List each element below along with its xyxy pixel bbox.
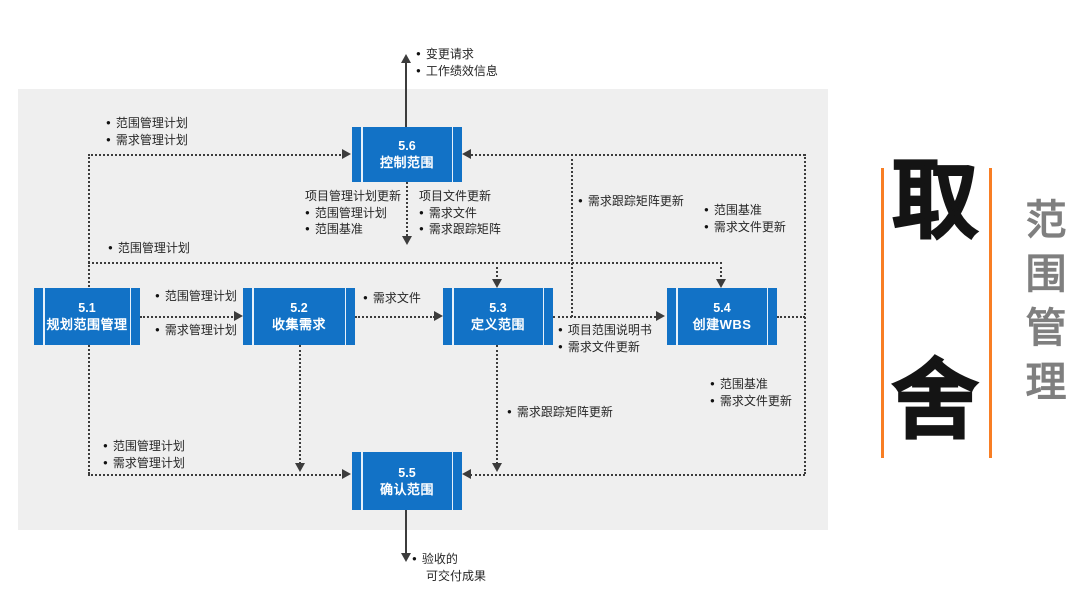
process-id: 5.6 xyxy=(398,139,416,153)
connector-right-to-validate xyxy=(470,474,805,476)
arrowhead-into-define xyxy=(434,311,443,321)
vertical-title-scope-management: 范围管理 xyxy=(1019,198,1065,414)
label-project-doc-updates: 项目文件更新 需求文件 需求跟踪矩阵 xyxy=(419,188,501,238)
process-box-validate-scope: 5.5 确认范围 xyxy=(352,452,462,510)
process-id: 5.5 xyxy=(398,465,416,480)
connector-wbs-to-right xyxy=(777,316,805,318)
connector-define-to-wbs xyxy=(553,316,656,318)
arrowhead-into-collect xyxy=(234,311,243,321)
connector-define-up-to-control xyxy=(571,154,573,317)
box-stripe xyxy=(766,288,768,345)
label-requirement-docs: 需求文件 xyxy=(363,290,421,307)
connector-control-outputs-down xyxy=(406,182,408,236)
box-stripe xyxy=(676,288,678,345)
connector-plan-to-control xyxy=(88,154,344,156)
arrowhead-into-wbs-top xyxy=(716,279,726,288)
process-box-define-scope: 5.3 定义范围 xyxy=(443,288,553,345)
connector-branch-into-define xyxy=(496,262,498,281)
label-wbs-outputs-to-control: 范围基准 需求文件更新 xyxy=(704,202,786,235)
label-plan-outputs-a: 范围管理计划 xyxy=(155,288,237,305)
process-box-collect-requirements: 5.2 收集需求 xyxy=(243,288,355,345)
connector-branch-into-wbs xyxy=(720,262,722,281)
connector-right-vertical xyxy=(804,154,806,474)
process-name: 控制范围 xyxy=(379,155,434,170)
arrowhead-into-wbs xyxy=(656,311,665,321)
connector-scope-plan-branch xyxy=(88,262,722,264)
label-rtm-update-to-validate: 需求跟踪矩阵更新 xyxy=(507,404,613,421)
process-name: 定义范围 xyxy=(470,317,525,332)
box-stripe xyxy=(43,288,45,345)
arrowhead-into-control-left xyxy=(342,149,351,159)
arrowhead-into-validate-left xyxy=(342,469,351,479)
label-scope-plan-branch: 范围管理计划 xyxy=(108,240,190,257)
label-plans-to-validate: 范围管理计划 需求管理计划 xyxy=(103,438,185,471)
box-stripe xyxy=(252,288,254,345)
connector-validate-to-external xyxy=(405,510,407,555)
arrowhead-collect-down xyxy=(295,463,305,472)
box-stripe xyxy=(361,452,363,510)
box-stripe xyxy=(451,127,453,182)
label-accepted-deliverables: 验收的 可交付成果 xyxy=(412,551,486,584)
label-plan-outputs-b: 需求管理计划 xyxy=(155,322,237,339)
headline-char-she: 舍 xyxy=(891,353,979,449)
process-id: 5.2 xyxy=(290,301,308,315)
arrowhead-define-down xyxy=(492,463,502,472)
connector-control-to-external xyxy=(405,62,407,127)
process-box-plan-scope-management: 5.1 规划范围管理 xyxy=(34,288,140,345)
process-box-create-wbs: 5.4 创建WBS xyxy=(667,288,777,345)
connector-right-to-control xyxy=(468,154,805,156)
arrowhead-control-outputs xyxy=(402,236,412,245)
headline-char-qu: 取 xyxy=(891,153,979,249)
accent-line-left xyxy=(881,168,884,458)
label-pm-plan-updates: 项目管理计划更新 范围管理计划 范围基准 xyxy=(305,188,401,238)
process-box-control-scope: 5.6 控制范围 xyxy=(352,127,462,182)
box-stripe xyxy=(129,288,131,345)
box-stripe xyxy=(344,288,346,345)
process-name: 确认范围 xyxy=(379,481,434,497)
process-name: 规划范围管理 xyxy=(46,317,128,332)
arrowhead-into-define-top xyxy=(492,279,502,288)
label-change-requests: 变更请求 工作绩效信息 xyxy=(416,46,498,79)
connector-left-to-validate xyxy=(88,474,344,476)
label-plans-to-control: 范围管理计划 需求管理计划 xyxy=(106,115,188,148)
arrowhead-change-requests xyxy=(401,54,411,63)
label-rtm-update-to-control: 需求跟踪矩阵更新 xyxy=(578,193,684,210)
connector-plan-to-collect xyxy=(140,316,236,318)
connector-collect-down xyxy=(299,345,301,464)
process-name: 创建WBS xyxy=(692,317,752,332)
accent-line-right xyxy=(989,168,992,458)
process-id: 5.4 xyxy=(713,301,731,315)
connector-define-down xyxy=(496,345,498,464)
process-id: 5.1 xyxy=(78,301,96,315)
label-wbs-outputs-to-validate: 范围基准 需求文件更新 xyxy=(710,376,792,409)
label-define-scope-outputs: 项目范围说明书 需求文件更新 xyxy=(558,322,652,355)
box-stripe xyxy=(452,288,454,345)
arrowhead-into-control-right xyxy=(462,149,471,159)
process-name: 收集需求 xyxy=(271,317,326,332)
connector-collect-to-define xyxy=(355,316,435,318)
box-stripe xyxy=(451,452,453,510)
arrowhead-deliverables xyxy=(401,553,411,562)
box-stripe xyxy=(542,288,544,345)
process-id: 5.3 xyxy=(489,301,507,315)
box-stripe xyxy=(361,127,363,182)
arrowhead-into-validate-right xyxy=(462,469,471,479)
